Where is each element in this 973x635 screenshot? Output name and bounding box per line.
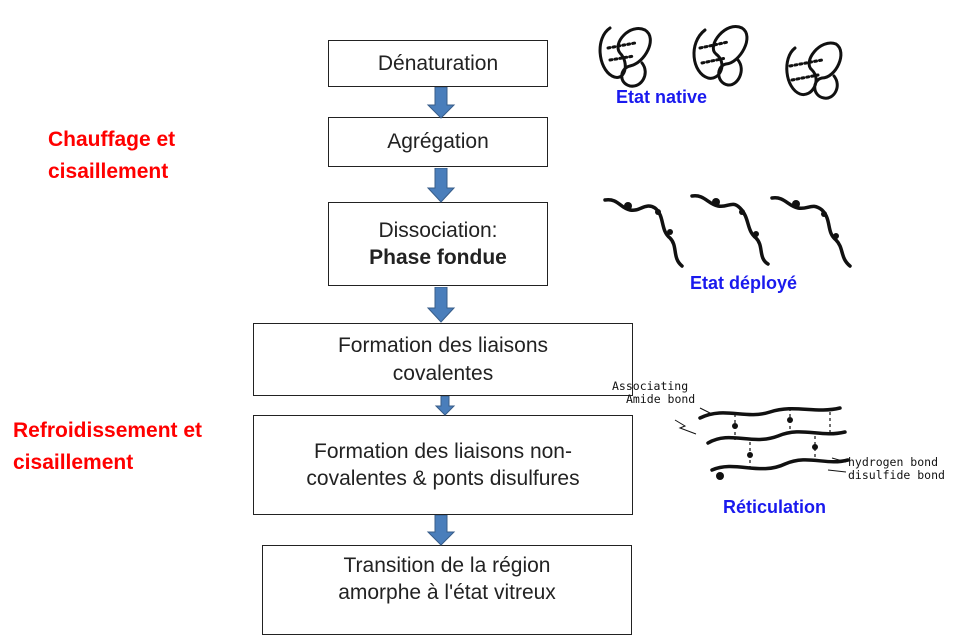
- step-covalent-line2: covalentes: [392, 361, 494, 385]
- step-noncovalent-bonds: Formation des liaisons non- covalentes &…: [253, 415, 633, 515]
- label-cooling-line2: cisaillement: [13, 450, 134, 474]
- native-protein-illustration: [598, 25, 843, 100]
- native-protein-1: [598, 26, 652, 88]
- crosslink-strand-2: [706, 430, 847, 445]
- down-arrow-4: [434, 396, 456, 416]
- state-crosslinking-label: Réticulation: [723, 497, 827, 517]
- step-aggregation: Agrégation: [328, 117, 548, 167]
- anno-hydrogen-bond: hydrogen bond: [848, 455, 939, 469]
- step-glass-line2: amorphe à l'état vitreux: [338, 581, 556, 605]
- down-arrow-3: [426, 287, 456, 323]
- state-unfolded-label: Etat déployé: [690, 273, 798, 293]
- anno-amide-bond: Amide bond: [626, 392, 696, 406]
- label-heating-line1: Chauffage et: [48, 128, 176, 151]
- step-noncovalent-line2: covalentes & ponts disulfures: [306, 467, 580, 490]
- step-dissociation: Dissociation: Phase fondue: [328, 202, 548, 286]
- step-aggregation-label: Agrégation: [387, 130, 489, 154]
- annotation-pointers: [674, 407, 847, 473]
- step-denaturation: Dénaturation: [328, 40, 548, 87]
- label-heating-shear: Chauffage et cisaillement: [48, 124, 175, 187]
- step-covalent-bonds: Formation des liaisons covalentes: [253, 323, 633, 396]
- native-protein-3: [785, 41, 843, 100]
- step-glass-transition: Transition de la région amorphe à l'état…: [262, 545, 632, 635]
- state-native-label: Etat native: [616, 87, 708, 107]
- anno-disulfide-bond: disulfide bond: [848, 468, 945, 482]
- step-covalent-line1: Formation des liaisons: [337, 334, 549, 358]
- down-arrow-5: [426, 515, 456, 546]
- crosslink-strand-3: [710, 458, 850, 472]
- unfolded-protein-illustration: [603, 194, 852, 268]
- crosslink-strand-1: [698, 406, 842, 420]
- step-dissociation-label: Dissociation:: [378, 218, 498, 242]
- label-heating-line2: cisaillement: [48, 159, 169, 183]
- unfolded-chain-3: [770, 196, 852, 268]
- native-protein-2: [692, 25, 749, 87]
- unfolded-chain-1: [603, 198, 684, 268]
- unfolded-chain-2: [690, 194, 770, 266]
- down-arrow-1: [426, 87, 456, 119]
- step-noncovalent-line1: Formation des liaisons non-: [314, 439, 572, 463]
- step-denaturation-label: Dénaturation: [377, 51, 499, 75]
- crosslink-network-illustration: [698, 406, 850, 480]
- step-dissociation-phase: Phase fondue: [369, 246, 507, 269]
- label-cooling-shear: Refroidissement et cisaillement: [13, 415, 202, 478]
- label-cooling-line1: Refroidissement et: [13, 419, 203, 442]
- down-arrow-2: [426, 168, 456, 203]
- step-glass-line1: Transition de la région: [343, 554, 551, 577]
- anno-associating: Associating: [612, 379, 689, 393]
